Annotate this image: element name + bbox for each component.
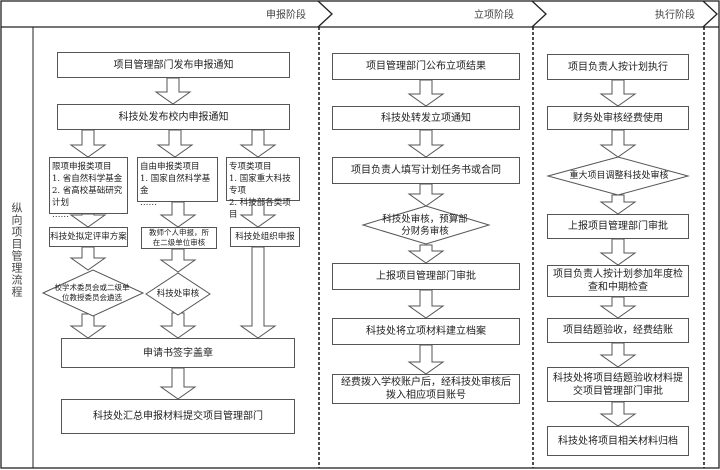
decision-diamond-committee [41, 269, 145, 317]
flow-arrow [69, 246, 107, 271]
apply-review-plan: 科技处拟定评审方案 [49, 227, 128, 247]
category-special: 专项类项目 1. 国家重大科技专项 2. 科技部各类项目 …… [226, 157, 300, 232]
flow-arrow [407, 79, 445, 107]
flow-arrow [69, 313, 107, 339]
flow-arrow [159, 201, 197, 228]
category-free-item: …… [140, 198, 157, 208]
category-special-item: 2. 科技部各类项目 [229, 198, 291, 220]
exec-acceptance: 项目结题验收，经费结账 [547, 318, 689, 343]
category-free-item: 1. 国家自然科学基金 [140, 174, 211, 196]
apply-step-school-notice: 科技处发布校内申报通知 [57, 104, 290, 130]
flow-arrow [159, 248, 197, 273]
flow-arrow [599, 194, 637, 215]
approval-report-dept: 上报项目管理部门审批 [332, 263, 520, 290]
phase-label-approval: 立项阶段 [474, 10, 514, 21]
side-label: 纵向项目管理流程 [10, 202, 23, 298]
phase-label-execution: 执行阶段 [655, 10, 695, 21]
decision-diamond-budget [361, 205, 491, 245]
flow-arrow [154, 77, 192, 105]
flow-arrow [239, 200, 277, 228]
category-free: 自由申报类项目 1. 国家自然科学基金 …… [137, 157, 218, 208]
flow-arrow [599, 296, 637, 319]
flow-arrow [239, 129, 277, 158]
phase-chevron-2 [531, 0, 547, 28]
approval-forward-notice: 科技处转发立项通知 [332, 106, 520, 130]
category-limited-item: …… [52, 210, 69, 220]
decision-diamond-office [145, 272, 211, 316]
category-free-title: 自由申报类项目 [140, 162, 200, 172]
phase-chevron-3 [702, 0, 718, 28]
flow-arrow [159, 312, 197, 339]
apply-step-notice: 项目管理部门发布申报通知 [57, 52, 290, 78]
decision-office-review: 科技处审核 [156, 289, 200, 299]
exec-report-dept: 上报项目管理部门审批 [547, 214, 689, 239]
apply-organize: 科技处组织申报 [230, 227, 300, 247]
exec-submit-acceptance: 科技处将项目结题验收材料提交项目管理部门审批 [547, 367, 689, 402]
decision-committee-select: 校学术委员会或二级单位教授委员会遴选 [54, 283, 130, 302]
category-special-item: 1. 国家重大科技专项 [229, 174, 291, 196]
flow-arrow [599, 342, 637, 368]
approval-archive: 科技处将立项材料建立档案 [332, 318, 520, 345]
decision-diamond-major [546, 156, 690, 196]
decision-budget-review: 科技处审核，预算部分财务审核 [382, 214, 468, 237]
flow-arrow [407, 344, 445, 375]
category-limited: 限项申报类项目 1. 省自然科学基金 2. 省高校基础研究计划 …… [49, 157, 128, 220]
category-limited-item: 1. 省自然科学基金 [52, 174, 123, 184]
exec-archive: 科技处将项目相关材料归档 [547, 426, 689, 456]
apply-submit-materials: 科技处汇总申报材料提交项目管理部门 [61, 399, 295, 434]
category-limited-item: 2. 省高校基础研究计划 [52, 186, 123, 208]
phase-label-apply: 申报阶段 [266, 10, 306, 21]
exec-annual-check: 项目负责人按计划参加年度检查和中期检查 [547, 265, 689, 297]
flow-arrow [156, 129, 194, 158]
flow-arrow [599, 129, 637, 158]
flow-arrow [407, 244, 445, 264]
apply-sign-seal: 申请书签字盖章 [61, 338, 295, 368]
category-limited-title: 限项申报类项目 [52, 162, 112, 172]
flow-arrow [407, 289, 445, 319]
flow-arrow [407, 183, 445, 207]
phase-chevron-1 [317, 0, 333, 28]
approval-publish-result: 项目管理部门公布立项结果 [332, 53, 520, 80]
flow-arrow [599, 79, 637, 107]
flow-arrow [69, 213, 107, 228]
category-special-title: 专项类项目 [229, 162, 272, 172]
exec-follow-plan: 项目负责人按计划执行 [547, 54, 689, 80]
apply-teacher-submit: 教师个人申报，所在二级单位审核 [141, 227, 217, 249]
decision-major-adjust: 重大项目调整科技处审核 [569, 171, 669, 181]
flow-arrow [69, 129, 107, 158]
approval-fill-task: 项目负责人填写计划任务书或合同 [332, 157, 520, 184]
flow-arrow [159, 367, 197, 400]
exec-finance-review: 财务处审核经费使用 [547, 106, 689, 130]
flow-arrow-long [239, 246, 277, 339]
flow-arrow [599, 401, 637, 427]
flow-arrow [407, 129, 445, 158]
flow-arrow [599, 238, 637, 266]
approval-fund-transfer: 经费拨入学校账户后，经科技处审核后拨入相应项目账号 [332, 374, 520, 404]
